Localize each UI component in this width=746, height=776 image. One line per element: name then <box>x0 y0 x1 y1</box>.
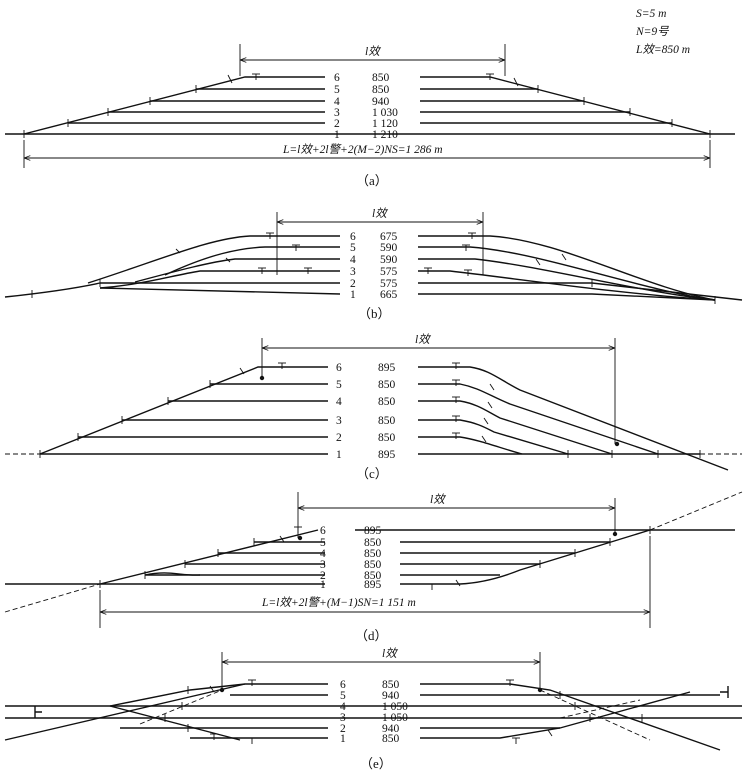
panel-e: l效 6 850 <box>4 647 742 771</box>
track-len: 850 <box>372 72 390 84</box>
track-no: 5 <box>336 379 342 391</box>
formula-d: L=l效+2l警+(M−1)SN=1 151 m <box>261 596 416 609</box>
track-no: 1 <box>350 289 356 301</box>
panel-b: l效 6 675 5 590 4 590 3 575 <box>4 207 743 321</box>
track-len: 895 <box>378 362 396 374</box>
track-len: 850 <box>372 84 390 96</box>
panel-d: l效 6 895 5 850 4 850 <box>4 491 743 643</box>
track-no: 6 <box>340 679 346 691</box>
track-no: 1 <box>336 449 342 461</box>
track-no: 4 <box>340 701 346 713</box>
track-len: 575 <box>380 266 398 278</box>
caption-a: （a） <box>356 173 388 188</box>
main-line-b <box>4 282 743 301</box>
track-no: 6 <box>336 362 342 374</box>
track-no: 3 <box>320 559 326 571</box>
track-no: 6 <box>350 231 356 243</box>
track-len: 850 <box>364 559 382 571</box>
leff-label-b: l效 <box>372 207 388 220</box>
track-len: 850 <box>378 396 396 408</box>
track-len: 1 030 <box>372 107 398 119</box>
track-no: 6 <box>320 525 326 537</box>
track-len: 675 <box>380 231 398 243</box>
track-no: 4 <box>350 254 356 266</box>
track-no: 2 <box>334 118 340 130</box>
parameters-block: S=5 m N=9号 L效=850 m <box>635 8 690 56</box>
track-len: 590 <box>380 254 398 266</box>
caption-b: （b） <box>358 306 391 321</box>
param-s: S=5 m <box>636 8 666 20</box>
caption-c: （c） <box>356 466 388 481</box>
param-n: N=9号 <box>635 25 669 38</box>
track-len: 850 <box>378 432 396 444</box>
track-len: 1 050 <box>382 701 408 713</box>
track-len: 850 <box>364 537 382 549</box>
track-len: 850 <box>382 679 400 691</box>
track-no: 3 <box>336 415 342 427</box>
track-no: 1 <box>334 129 340 141</box>
track-no: 3 <box>340 712 346 724</box>
track-no: 2 <box>350 278 356 290</box>
track-len: 940 <box>382 690 400 702</box>
track-labels-a: 6 850 5 850 4 940 3 1 030 2 1 120 1 1 21… <box>334 72 398 141</box>
track-labels-c: 6 895 5 850 4 850 3 850 2 850 1 895 <box>336 362 396 461</box>
track-len: 850 <box>364 548 382 560</box>
track-no: 5 <box>350 242 356 254</box>
track-len: 575 <box>380 278 398 290</box>
track-no: 2 <box>336 432 342 444</box>
param-l: L效=850 m <box>635 43 690 56</box>
track-len: 850 <box>382 733 400 745</box>
track-len: 940 <box>372 96 390 108</box>
track-len: 850 <box>364 570 382 582</box>
leff-label-e: l效 <box>382 647 398 660</box>
track-no: 6 <box>334 72 340 84</box>
panel-a: l效 6 850 5 850 4 940 3 1 030 2 <box>5 44 735 188</box>
caption-e: （e） <box>360 756 392 771</box>
track-labels-e: 6 850 5 940 4 1 050 3 1 050 2 940 1 850 <box>340 679 408 745</box>
formula-a: L=l效+2l警+2(M−2)NS=1 286 m <box>282 143 443 156</box>
track-len: 1 120 <box>372 118 398 130</box>
track-no: 3 <box>350 266 356 278</box>
track-len: 850 <box>378 379 396 391</box>
leff-label-d: l效 <box>430 493 446 506</box>
track-len: 1 050 <box>382 712 408 724</box>
track-no: 4 <box>336 396 342 408</box>
track-no: 5 <box>340 690 346 702</box>
track-no: 2 <box>340 723 346 735</box>
panel-c: l效 6 895 5 850 <box>5 333 742 481</box>
track-len: 1 210 <box>372 129 398 141</box>
caption-d: （d） <box>355 628 388 643</box>
track-len: 895 <box>364 525 382 537</box>
track-len: 850 <box>378 415 396 427</box>
leff-label-a: l效 <box>365 45 381 58</box>
track-labels-b: 6 675 5 590 4 590 3 575 2 575 1 665 <box>350 231 398 301</box>
track-len: 590 <box>380 242 398 254</box>
track-no: 1 <box>340 733 346 745</box>
track-no: 5 <box>334 84 340 96</box>
track-no: 4 <box>320 548 326 560</box>
ladder-a <box>23 76 711 135</box>
track-no: 1 <box>320 579 326 591</box>
track-len: 895 <box>378 449 396 461</box>
track-len: 665 <box>380 289 398 301</box>
track-labels-d: 6 895 5 850 4 850 3 850 2 850 1 895 <box>320 525 382 591</box>
track-len: 940 <box>382 723 400 735</box>
track-no: 2 <box>320 570 326 582</box>
leff-label-c: l效 <box>415 333 431 346</box>
track-len: 895 <box>364 579 382 591</box>
track-no: 5 <box>320 537 326 549</box>
track-no: 4 <box>334 96 340 108</box>
track-no: 3 <box>334 107 340 119</box>
